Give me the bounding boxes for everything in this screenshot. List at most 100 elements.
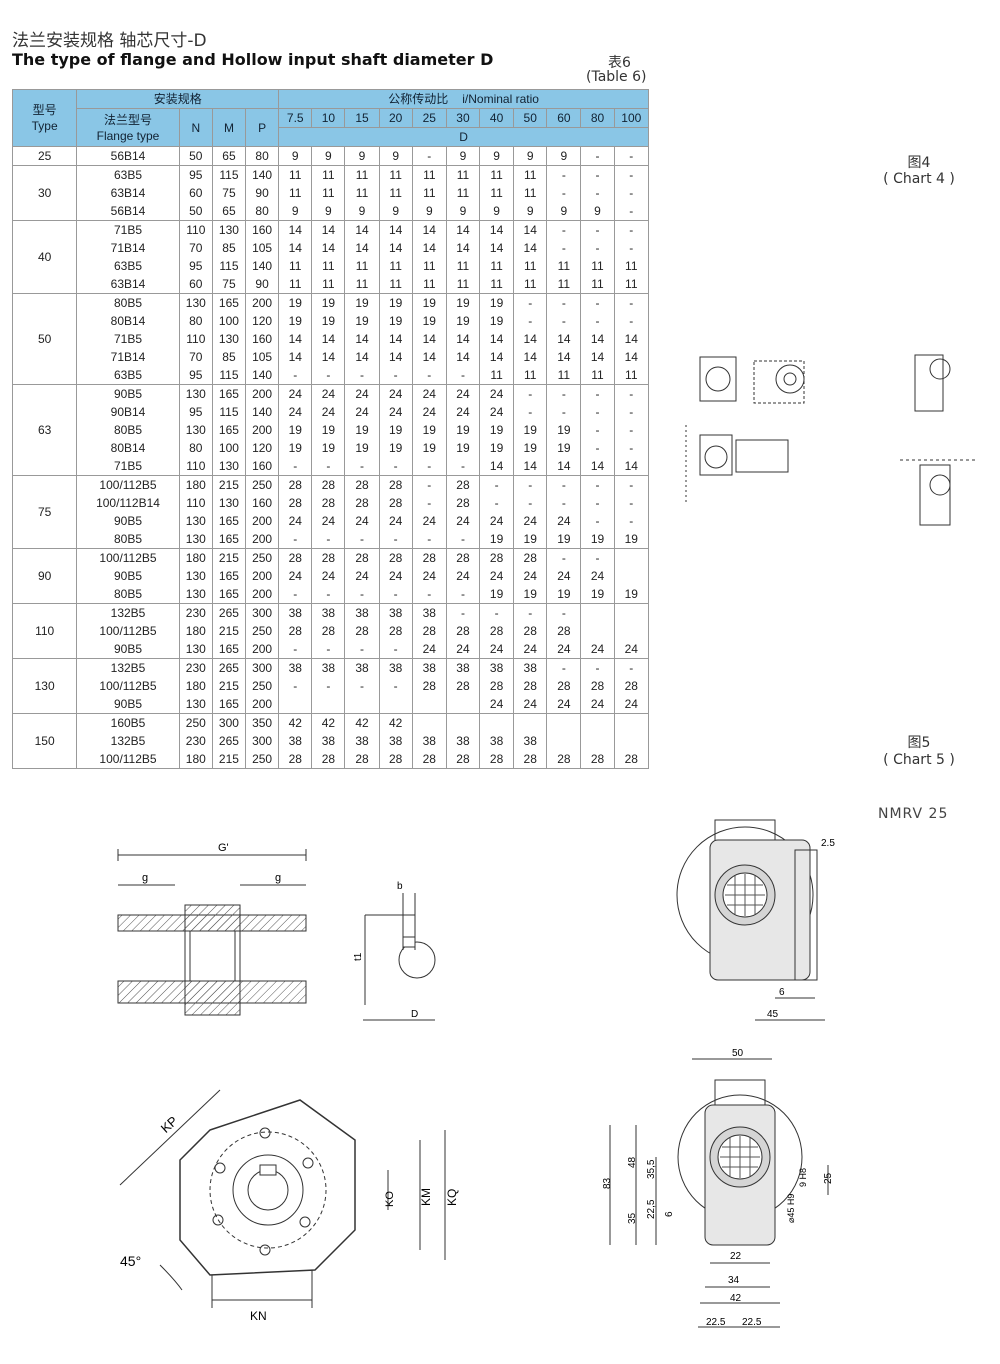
value-cell: 28 [344, 750, 380, 769]
value-cell: 24 [344, 512, 380, 530]
value-cell: 14 [445, 239, 481, 257]
value-cell: 28 [311, 494, 346, 512]
type-header-en: Type [31, 119, 58, 133]
dim-r22-5: 22.5 [742, 1317, 762, 1328]
flange-cell: 132B5 [76, 603, 180, 622]
value-cell: - [445, 585, 481, 604]
value-cell: 130 [178, 384, 213, 403]
value-cell: 70 [178, 239, 213, 257]
value-cell: - [546, 293, 582, 312]
value-cell: 24 [445, 512, 481, 530]
ratio-col-header: 10 [311, 108, 346, 128]
value-cell: 160 [245, 494, 280, 512]
value-cell: - [546, 239, 582, 257]
nmrv-front-drawing: 50 83 48 35,5 35 22,5 6 25 9 H8 ⌀45 H9 2… [602, 1048, 834, 1328]
value-cell: 200 [245, 530, 280, 549]
value-cell: 28 [411, 548, 447, 567]
value-cell: 65 [211, 202, 247, 221]
value-cell: 14 [311, 239, 346, 257]
value-cell: 165 [211, 695, 247, 714]
value-cell: 14 [479, 330, 515, 348]
value-cell: 38 [344, 658, 380, 677]
value-cell: 24 [479, 512, 515, 530]
value-cell: 28 [378, 622, 413, 640]
value-cell: 115 [211, 165, 247, 184]
value-cell: 28 [613, 750, 650, 769]
chart4-label-cn: 图4 [907, 155, 931, 171]
value-cell: 28 [445, 622, 481, 640]
value-cell: 11 [411, 165, 447, 184]
type-cell: 63 [11, 384, 78, 476]
value-cell [344, 695, 380, 714]
value-cell: 42 [278, 713, 313, 732]
value-cell: 11 [344, 275, 380, 294]
value-cell: 28 [378, 750, 413, 769]
g-total-label: G' [218, 842, 229, 854]
value-cell: 28 [278, 548, 313, 567]
value-cell: 14 [344, 330, 380, 348]
value-cell: 165 [211, 512, 247, 530]
value-cell: 19 [278, 312, 313, 330]
value-cell: 165 [211, 421, 247, 439]
value-cell: 28 [378, 494, 413, 512]
flange-cell: 71B14 [76, 239, 180, 257]
value-cell: 24 [613, 640, 650, 659]
flange-cell: 80B14 [76, 312, 180, 330]
value-cell: - [613, 146, 650, 166]
value-cell: 215 [211, 548, 247, 567]
dim-45: 45 [767, 1009, 779, 1020]
value-cell: - [580, 220, 615, 239]
value-cell: - [378, 677, 413, 695]
flange-cell: 63B14 [76, 275, 180, 294]
dim-l22-5: 22.5 [706, 1317, 726, 1328]
dim-w42: 42 [730, 1293, 742, 1304]
value-cell: 28 [513, 548, 548, 567]
value-cell: 19 [445, 312, 481, 330]
flange-cell: 90B14 [76, 403, 180, 421]
value-cell: - [311, 366, 346, 385]
value-cell: 14 [378, 239, 413, 257]
value-cell: 9 [513, 146, 548, 166]
value-cell: 11 [378, 165, 413, 184]
value-cell: 24 [378, 512, 413, 530]
chart4-drawings [685, 354, 975, 526]
flange-cell: 90B5 [76, 695, 180, 714]
value-cell: 19 [344, 312, 380, 330]
value-cell: 100 [211, 439, 247, 457]
value-cell: 100 [211, 312, 247, 330]
value-cell: - [613, 658, 650, 677]
value-cell: 200 [245, 567, 280, 585]
n-header: N [178, 108, 213, 147]
value-cell: 28 [278, 622, 313, 640]
kn-label: KN [250, 1309, 267, 1323]
value-cell: - [445, 457, 481, 476]
value-cell: - [546, 494, 582, 512]
value-cell [445, 713, 481, 732]
value-cell: 14 [513, 330, 548, 348]
value-cell: 38 [378, 732, 413, 750]
dim-h83: 83 [602, 1177, 613, 1189]
value-cell: 11 [311, 184, 346, 202]
value-cell [445, 695, 481, 714]
flange-cell: 71B14 [76, 348, 180, 366]
value-cell: 14 [613, 330, 650, 348]
hollow-shaft-drawing: G' g g [117, 842, 307, 1016]
value-cell: 115 [211, 403, 247, 421]
value-cell: 9 [378, 146, 413, 166]
value-cell: 38 [411, 732, 447, 750]
flange-cell: 100/112B5 [76, 548, 180, 567]
value-cell: - [580, 312, 615, 330]
kp-label: KP [158, 1113, 181, 1136]
dim-6: 6 [779, 987, 785, 998]
page-title-en: The type of flange and Hollow input shaf… [12, 50, 494, 69]
value-cell: 180 [178, 548, 213, 567]
ratio-col-header: 25 [411, 108, 447, 128]
value-cell: 42 [344, 713, 380, 732]
